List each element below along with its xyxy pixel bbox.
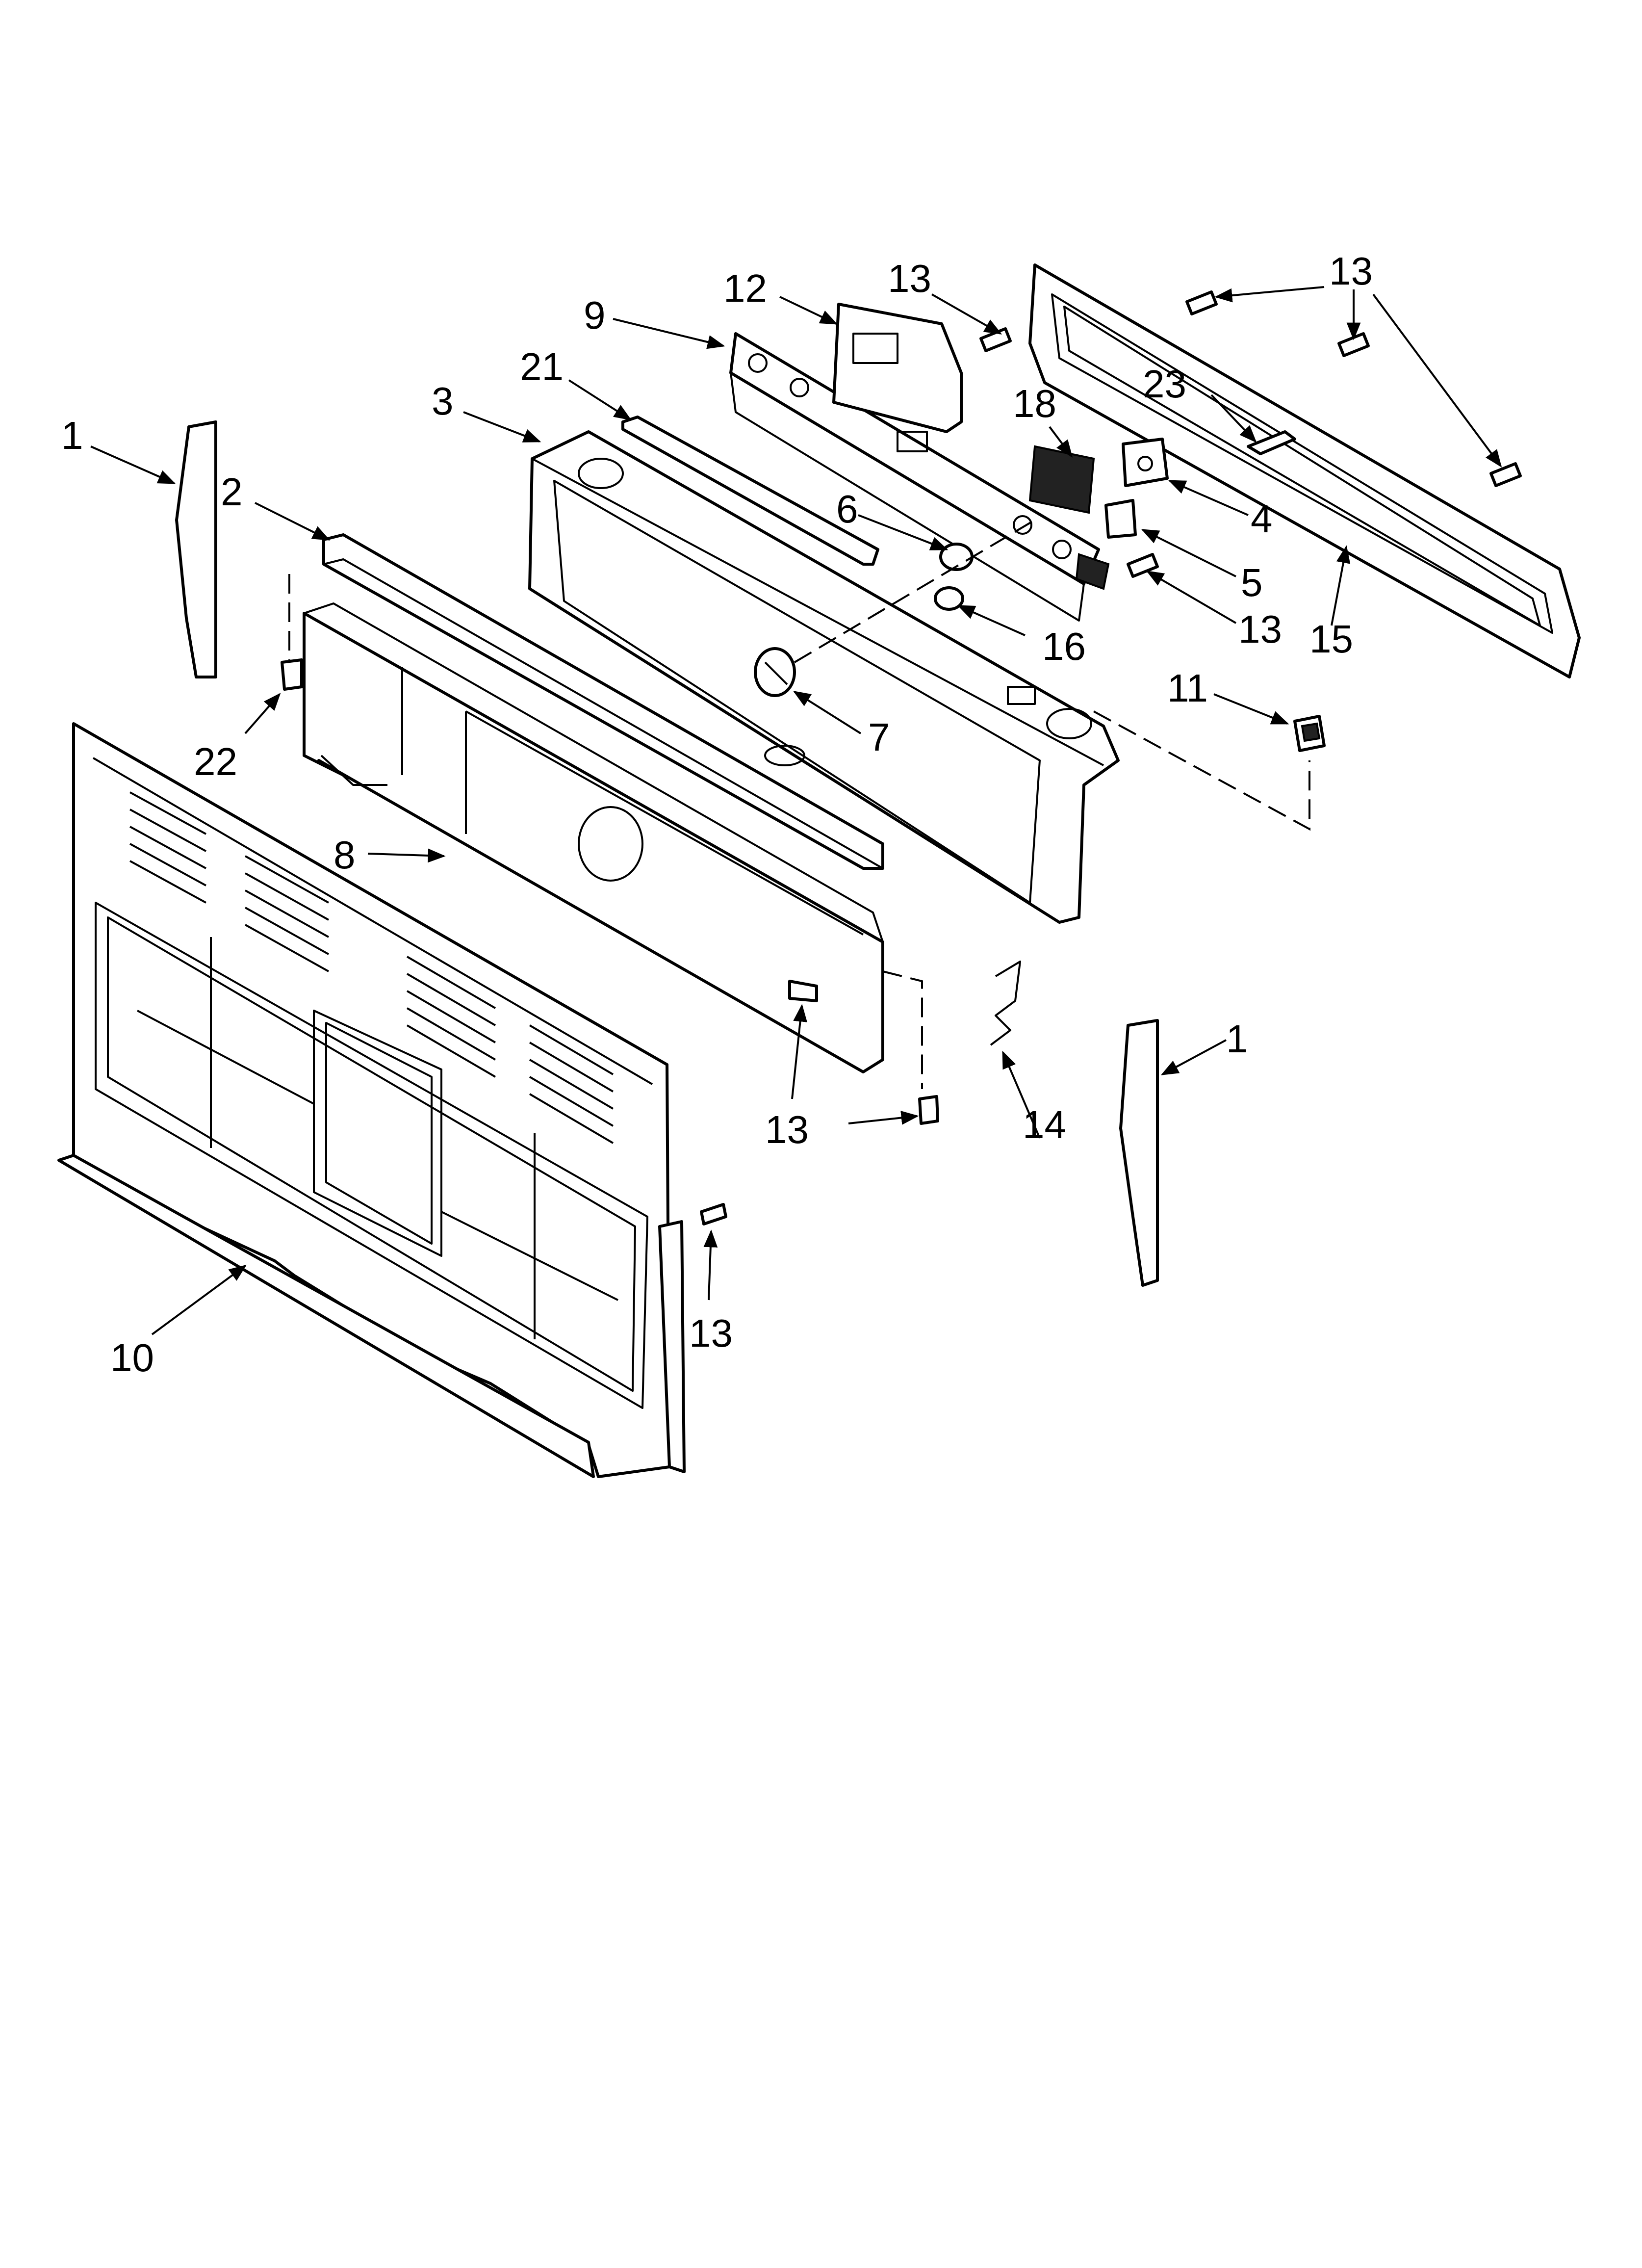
callout-10: 10 — [110, 1336, 154, 1380]
callout-1-right: 1 — [1226, 1017, 1248, 1061]
callout-4: 4 — [1251, 497, 1273, 541]
callout-11: 11 — [1167, 666, 1208, 710]
callout-23: 23 — [1143, 362, 1186, 406]
vent-slots-group — [92, 757, 653, 1144]
callout-21: 21 — [520, 345, 564, 389]
part-11-rocker-switch — [1293, 715, 1326, 752]
part-3-control-housing — [528, 430, 1120, 924]
callout-15: 15 — [1309, 617, 1353, 661]
part-18-overlay — [1028, 445, 1095, 514]
callout-22: 22 — [194, 740, 237, 783]
part-1-side-bracket-right — [1119, 1019, 1159, 1287]
part-8-support-bracket — [303, 602, 884, 1073]
part-23-latch — [1247, 430, 1296, 455]
part-4-switch-block — [1122, 438, 1169, 487]
callout-2: 2 — [221, 470, 243, 514]
screw-13-bracket — [788, 980, 818, 1002]
part-7-control-knob — [754, 647, 796, 697]
screw-13-panel-c — [1489, 462, 1522, 487]
part-21-wiring-strip — [621, 416, 879, 566]
callout-9: 9 — [584, 293, 606, 337]
screw-13-panel-a — [1185, 290, 1218, 315]
assembly-line-bracket — [882, 970, 923, 1089]
callout-13-lower: 13 — [689, 1311, 733, 1355]
screw-22 — [281, 658, 303, 691]
part-10-lower-panel — [57, 722, 686, 1478]
callout-14: 14 — [1023, 1103, 1066, 1147]
callout-1-left: 1 — [61, 414, 83, 457]
callout-13-bracket: 13 — [765, 1108, 809, 1151]
callout-6: 6 — [836, 487, 858, 531]
leader-lines — [90, 286, 1502, 1335]
assembly-line-switch — [1093, 710, 1310, 831]
callout-8: 8 — [334, 833, 356, 877]
screw-13-relay — [1127, 553, 1159, 578]
part-2-top-rail — [322, 533, 884, 870]
callout-7: 7 — [868, 715, 890, 759]
screw-13-top-board — [979, 327, 1012, 352]
callout-3: 3 — [432, 379, 454, 423]
part-9-console-face — [729, 332, 1110, 622]
part-15-access-panel — [1028, 263, 1581, 678]
part-12-control-board — [832, 303, 963, 433]
screw-13-lower-right — [918, 1095, 939, 1125]
assembly-line-knob — [794, 519, 1036, 663]
callout-16: 16 — [1042, 625, 1086, 668]
part-14-wire-clip — [990, 961, 1021, 1046]
callout-13-panel: 13 — [1329, 249, 1373, 293]
callout-5: 5 — [1241, 561, 1263, 604]
part-1-side-bracket-left — [175, 420, 217, 678]
callout-13-board: 13 — [888, 257, 931, 300]
callout-labels: 1 1 2 3 4 5 6 7 8 9 10 11 12 13 13 13 13… — [61, 249, 1373, 1380]
part-5-relay — [1104, 499, 1137, 539]
callout-13-relay: 13 — [1238, 607, 1282, 651]
part-16-bushing — [934, 586, 964, 611]
screw-13-panel-edge — [700, 1203, 727, 1225]
callout-12: 12 — [723, 266, 767, 310]
callout-18: 18 — [1013, 382, 1056, 425]
